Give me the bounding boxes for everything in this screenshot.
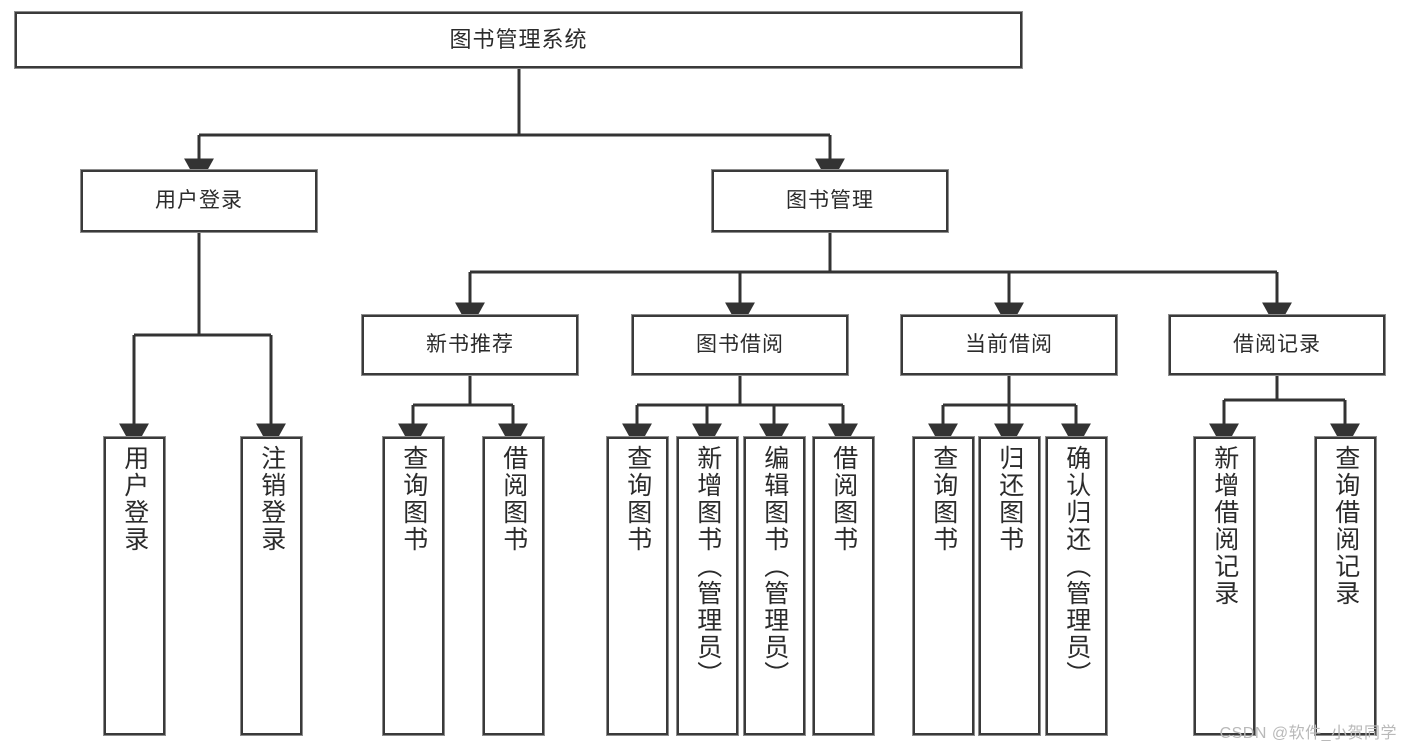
node-leaf-add-book-admin[interactable]: 新增图书（管理员） <box>677 437 738 735</box>
node-user-login[interactable]: 用户登录 <box>81 170 317 232</box>
node-label: 图书管理系统 <box>449 26 588 52</box>
node-leaf-borrow-book[interactable]: 借阅图书 <box>813 437 874 735</box>
node-current-borrow[interactable]: 当前借阅 <box>901 315 1117 375</box>
node-book-borrow[interactable]: 图书借阅 <box>632 315 848 375</box>
node-leaf-query-book-current[interactable]: 查询图书 <box>913 437 974 735</box>
node-label: 编辑图书（管理员） <box>760 445 789 688</box>
node-leaf-borrow-book-recommend[interactable]: 借阅图书 <box>483 437 544 735</box>
node-label: 用户登录 <box>155 189 243 213</box>
node-new-book-recommend[interactable]: 新书推荐 <box>362 315 578 375</box>
node-leaf-query-borrow-record[interactable]: 查询借阅记录 <box>1315 437 1376 735</box>
node-leaf-edit-book-admin[interactable]: 编辑图书（管理员） <box>744 437 805 735</box>
node-label: 查询图书 <box>929 445 958 553</box>
node-label: 图书管理 <box>786 189 874 213</box>
node-leaf-add-borrow-record[interactable]: 新增借阅记录 <box>1194 437 1255 735</box>
node-leaf-query-book-recommend[interactable]: 查询图书 <box>383 437 444 735</box>
node-leaf-return-book[interactable]: 归还图书 <box>979 437 1040 735</box>
node-root-book-management-system[interactable]: 图书管理系统 <box>15 12 1022 68</box>
node-leaf-user-login[interactable]: 用户登录 <box>104 437 165 735</box>
node-label: 借阅图书 <box>499 445 528 553</box>
node-label: 确认归还（管理员） <box>1062 445 1091 688</box>
node-label: 新增图书（管理员） <box>693 445 722 688</box>
node-label: 新书推荐 <box>426 333 514 357</box>
node-label: 归还图书 <box>995 445 1024 553</box>
node-label: 用户登录 <box>120 445 149 553</box>
node-borrow-record[interactable]: 借阅记录 <box>1169 315 1385 375</box>
node-label: 查询借阅记录 <box>1331 445 1360 607</box>
node-leaf-logout[interactable]: 注销登录 <box>241 437 302 735</box>
node-label: 新增借阅记录 <box>1210 445 1239 607</box>
node-label: 借阅记录 <box>1233 333 1321 357</box>
node-label: 查询图书 <box>399 445 428 553</box>
node-label: 图书借阅 <box>696 333 784 357</box>
csdn-watermark: CSDN @软件_小贺同学 <box>1219 725 1397 742</box>
node-label: 当前借阅 <box>965 333 1053 357</box>
node-book-management[interactable]: 图书管理 <box>712 170 948 232</box>
node-label: 借阅图书 <box>829 445 858 553</box>
node-leaf-query-book-borrow[interactable]: 查询图书 <box>607 437 668 735</box>
node-label: 查询图书 <box>623 445 652 553</box>
node-leaf-confirm-return-admin[interactable]: 确认归还（管理员） <box>1046 437 1107 735</box>
node-label: 注销登录 <box>257 445 286 553</box>
